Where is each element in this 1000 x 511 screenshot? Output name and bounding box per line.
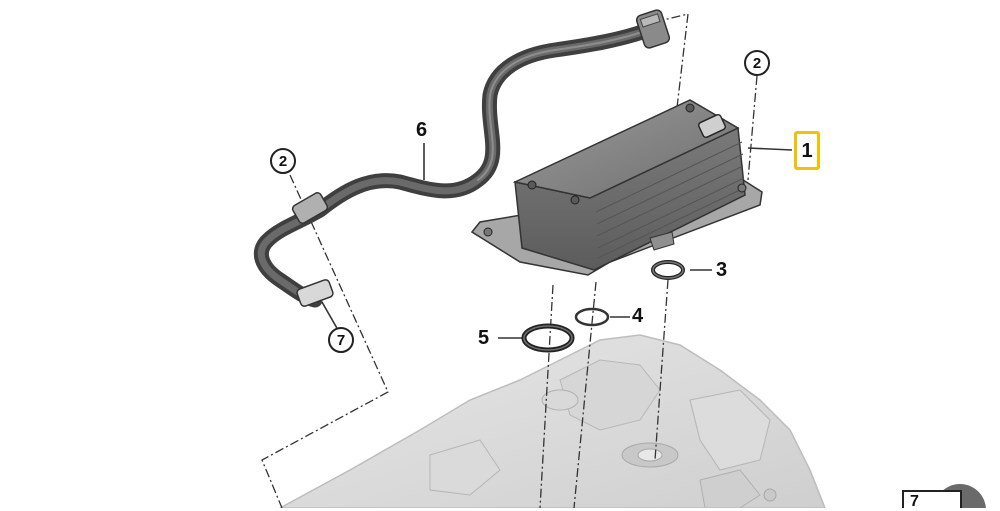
corner-reference-label[interactable]: 7 [902, 490, 962, 510]
seal-ring-4 [574, 307, 610, 327]
callout-part-4[interactable]: 4 [632, 305, 644, 327]
callout-part-1-highlight[interactable]: 1 [794, 131, 820, 170]
callout-part-1: 1 [801, 139, 813, 162]
callout-part-2-top-right[interactable]: 2 [744, 50, 770, 76]
callout-part-7[interactable]: 7 [328, 327, 354, 353]
seal-ring-3 [651, 260, 685, 280]
callout-leaders [321, 143, 793, 339]
callout-part-5[interactable]: 5 [478, 327, 490, 349]
engine-block [279, 334, 826, 508]
leader-lines [261, 13, 758, 508]
callout-part-6[interactable]: 6 [416, 119, 428, 141]
callout-part-3[interactable]: 3 [716, 259, 728, 281]
oil-cooler [470, 99, 763, 276]
seal-ring-5 [521, 323, 575, 353]
coolant-hose [253, 9, 671, 308]
callout-part-2-left[interactable]: 2 [270, 148, 296, 174]
